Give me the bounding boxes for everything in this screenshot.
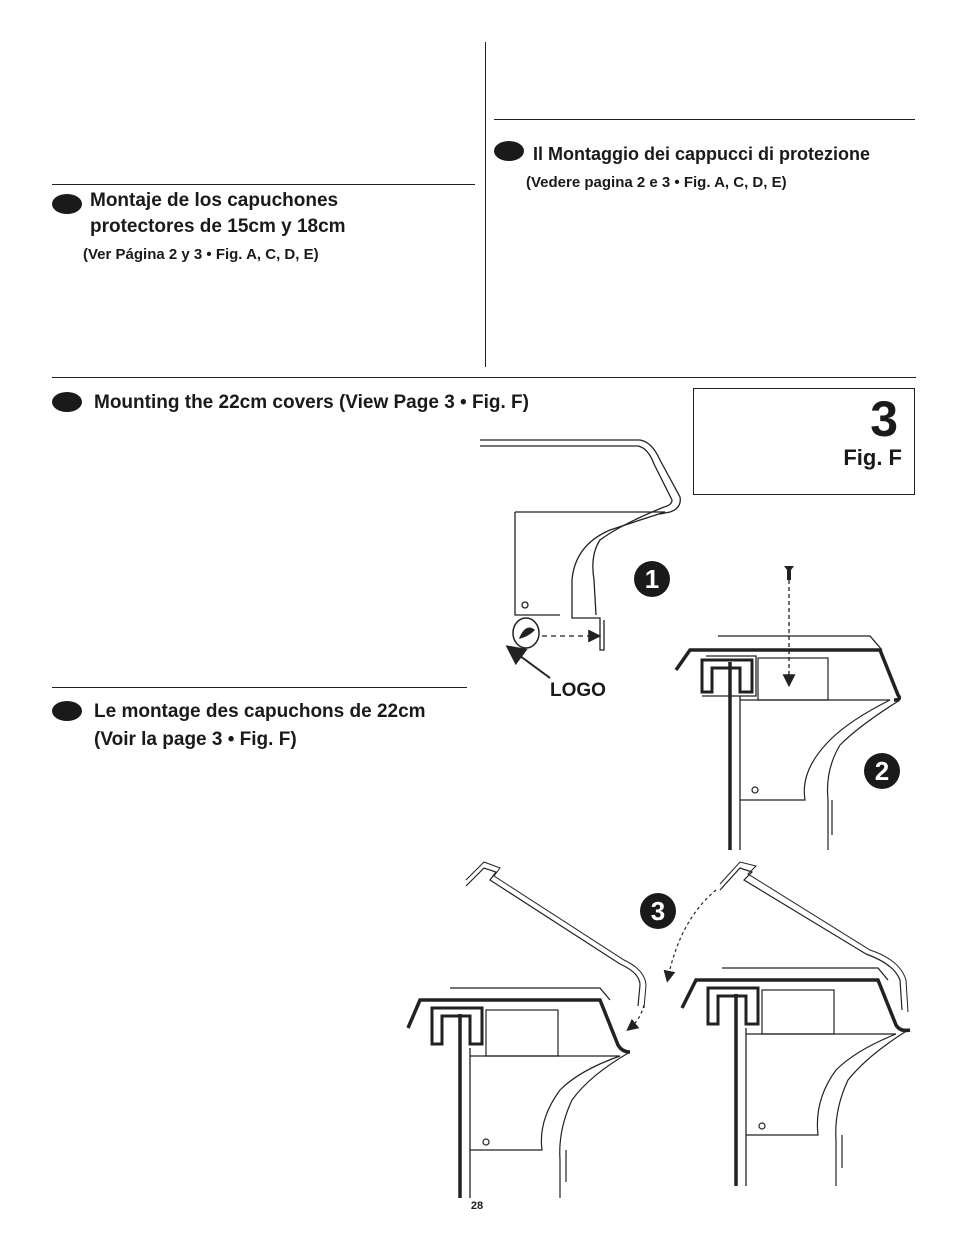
step-3-badge: 3	[640, 893, 676, 929]
page-number: 28	[470, 1200, 484, 1212]
step-2-badge: 2	[864, 753, 900, 789]
step1-cover-drawing	[480, 439, 681, 651]
rotate-arrow-right	[663, 889, 717, 983]
step3-left-drawing	[406, 861, 647, 1198]
column-divider	[485, 42, 486, 367]
rule-french	[52, 687, 467, 688]
italian-title: Il Montaggio dei cappucci di protezione	[533, 144, 871, 164]
logo-pointer-arrow	[505, 645, 551, 679]
spanish-title-line2: protectores de 15cm y 18cm	[90, 216, 346, 237]
rotate-arrow-left	[626, 1004, 645, 1031]
figure-page-number: 3	[870, 391, 898, 447]
rule-spanish	[52, 184, 475, 185]
rule-italian	[494, 119, 915, 120]
italian-reference: (Vedere pagina 2 e 3 • Fig. A, C, D, E)	[526, 174, 787, 191]
bullet-icon	[52, 194, 82, 214]
figure-reference-box: 3 Fig. F	[693, 388, 915, 495]
rule-english	[52, 377, 916, 378]
spanish-title-line1: Montaje de los capuchones	[90, 190, 339, 211]
screw-icon	[782, 566, 796, 688]
english-title: Mounting the 22cm covers (View Page 3 • …	[94, 392, 529, 413]
step-1-badge: 1	[634, 561, 670, 597]
bullet-icon	[52, 392, 82, 412]
logo-label: LOGO	[550, 680, 606, 701]
step2-frame-drawing	[674, 635, 902, 850]
spanish-reference: (Ver Página 2 y 3 • Fig. A, C, D, E)	[83, 246, 319, 263]
french-title-line1: Le montage des capuchons de 22cm	[94, 701, 426, 722]
bullet-icon	[494, 141, 524, 161]
bullet-icon	[52, 701, 82, 721]
french-title-line2: (Voir la page 3 • Fig. F)	[94, 729, 297, 750]
figure-label: Fig. F	[843, 445, 902, 470]
step3-right-drawing	[680, 861, 911, 1186]
